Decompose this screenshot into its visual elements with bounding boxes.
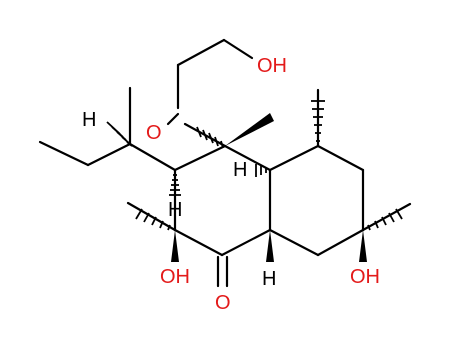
atom-labels: OH O H H H H OH O OH xyxy=(82,55,380,314)
hash-methyl-right xyxy=(367,208,403,231)
bond-butyl-ring xyxy=(128,142,177,172)
wedge-bonds xyxy=(171,113,367,262)
bond-methyl-left xyxy=(126,201,177,232)
bond-ring-b5 xyxy=(268,228,320,257)
bond-chain-1 xyxy=(222,38,254,60)
bond-lines xyxy=(38,38,412,288)
hash-junction-upper-h xyxy=(255,164,267,177)
label-ether-o: O xyxy=(146,122,162,144)
bond-butyl-1 xyxy=(86,142,132,167)
hash-quat-ether xyxy=(196,126,224,149)
bond-ring-b1 xyxy=(268,144,320,172)
label-h-ring-c1: H xyxy=(168,199,182,221)
wedge-oh-right xyxy=(359,230,367,262)
bond-ring-a2 xyxy=(223,144,272,172)
wedge-oh-left xyxy=(171,230,179,262)
bond-chain-4 xyxy=(166,112,180,126)
bond-ring-a4 xyxy=(220,228,272,257)
wedge-h-junction-lower xyxy=(266,230,274,262)
bond-ring-a1 xyxy=(173,144,227,172)
hashed-bonds xyxy=(106,100,403,231)
label-ketone-o: O xyxy=(215,292,231,314)
label-h-side-chain: H xyxy=(82,109,96,131)
hash-methyl-left xyxy=(135,208,171,231)
bond-ring-a5 xyxy=(173,228,224,257)
bond-methyl-right xyxy=(361,202,412,232)
label-oh-right: OH xyxy=(350,266,380,288)
label-oh-left: OH xyxy=(160,266,190,288)
label-h-junction-upper: H xyxy=(233,159,247,181)
bond-ring-b4 xyxy=(316,228,365,257)
label-h-junction-lower: H xyxy=(262,268,276,290)
bond-ring-b2 xyxy=(316,144,365,172)
bond-chain-2 xyxy=(176,38,226,67)
bond-butyl-2 xyxy=(38,140,90,167)
wedge-methyl-quaternary xyxy=(225,113,274,146)
hash-methyl-top xyxy=(311,100,325,142)
hash-ring-c1-h xyxy=(169,174,181,196)
label-oh-chain: OH xyxy=(257,55,287,77)
hash-butyl-h xyxy=(106,121,133,147)
